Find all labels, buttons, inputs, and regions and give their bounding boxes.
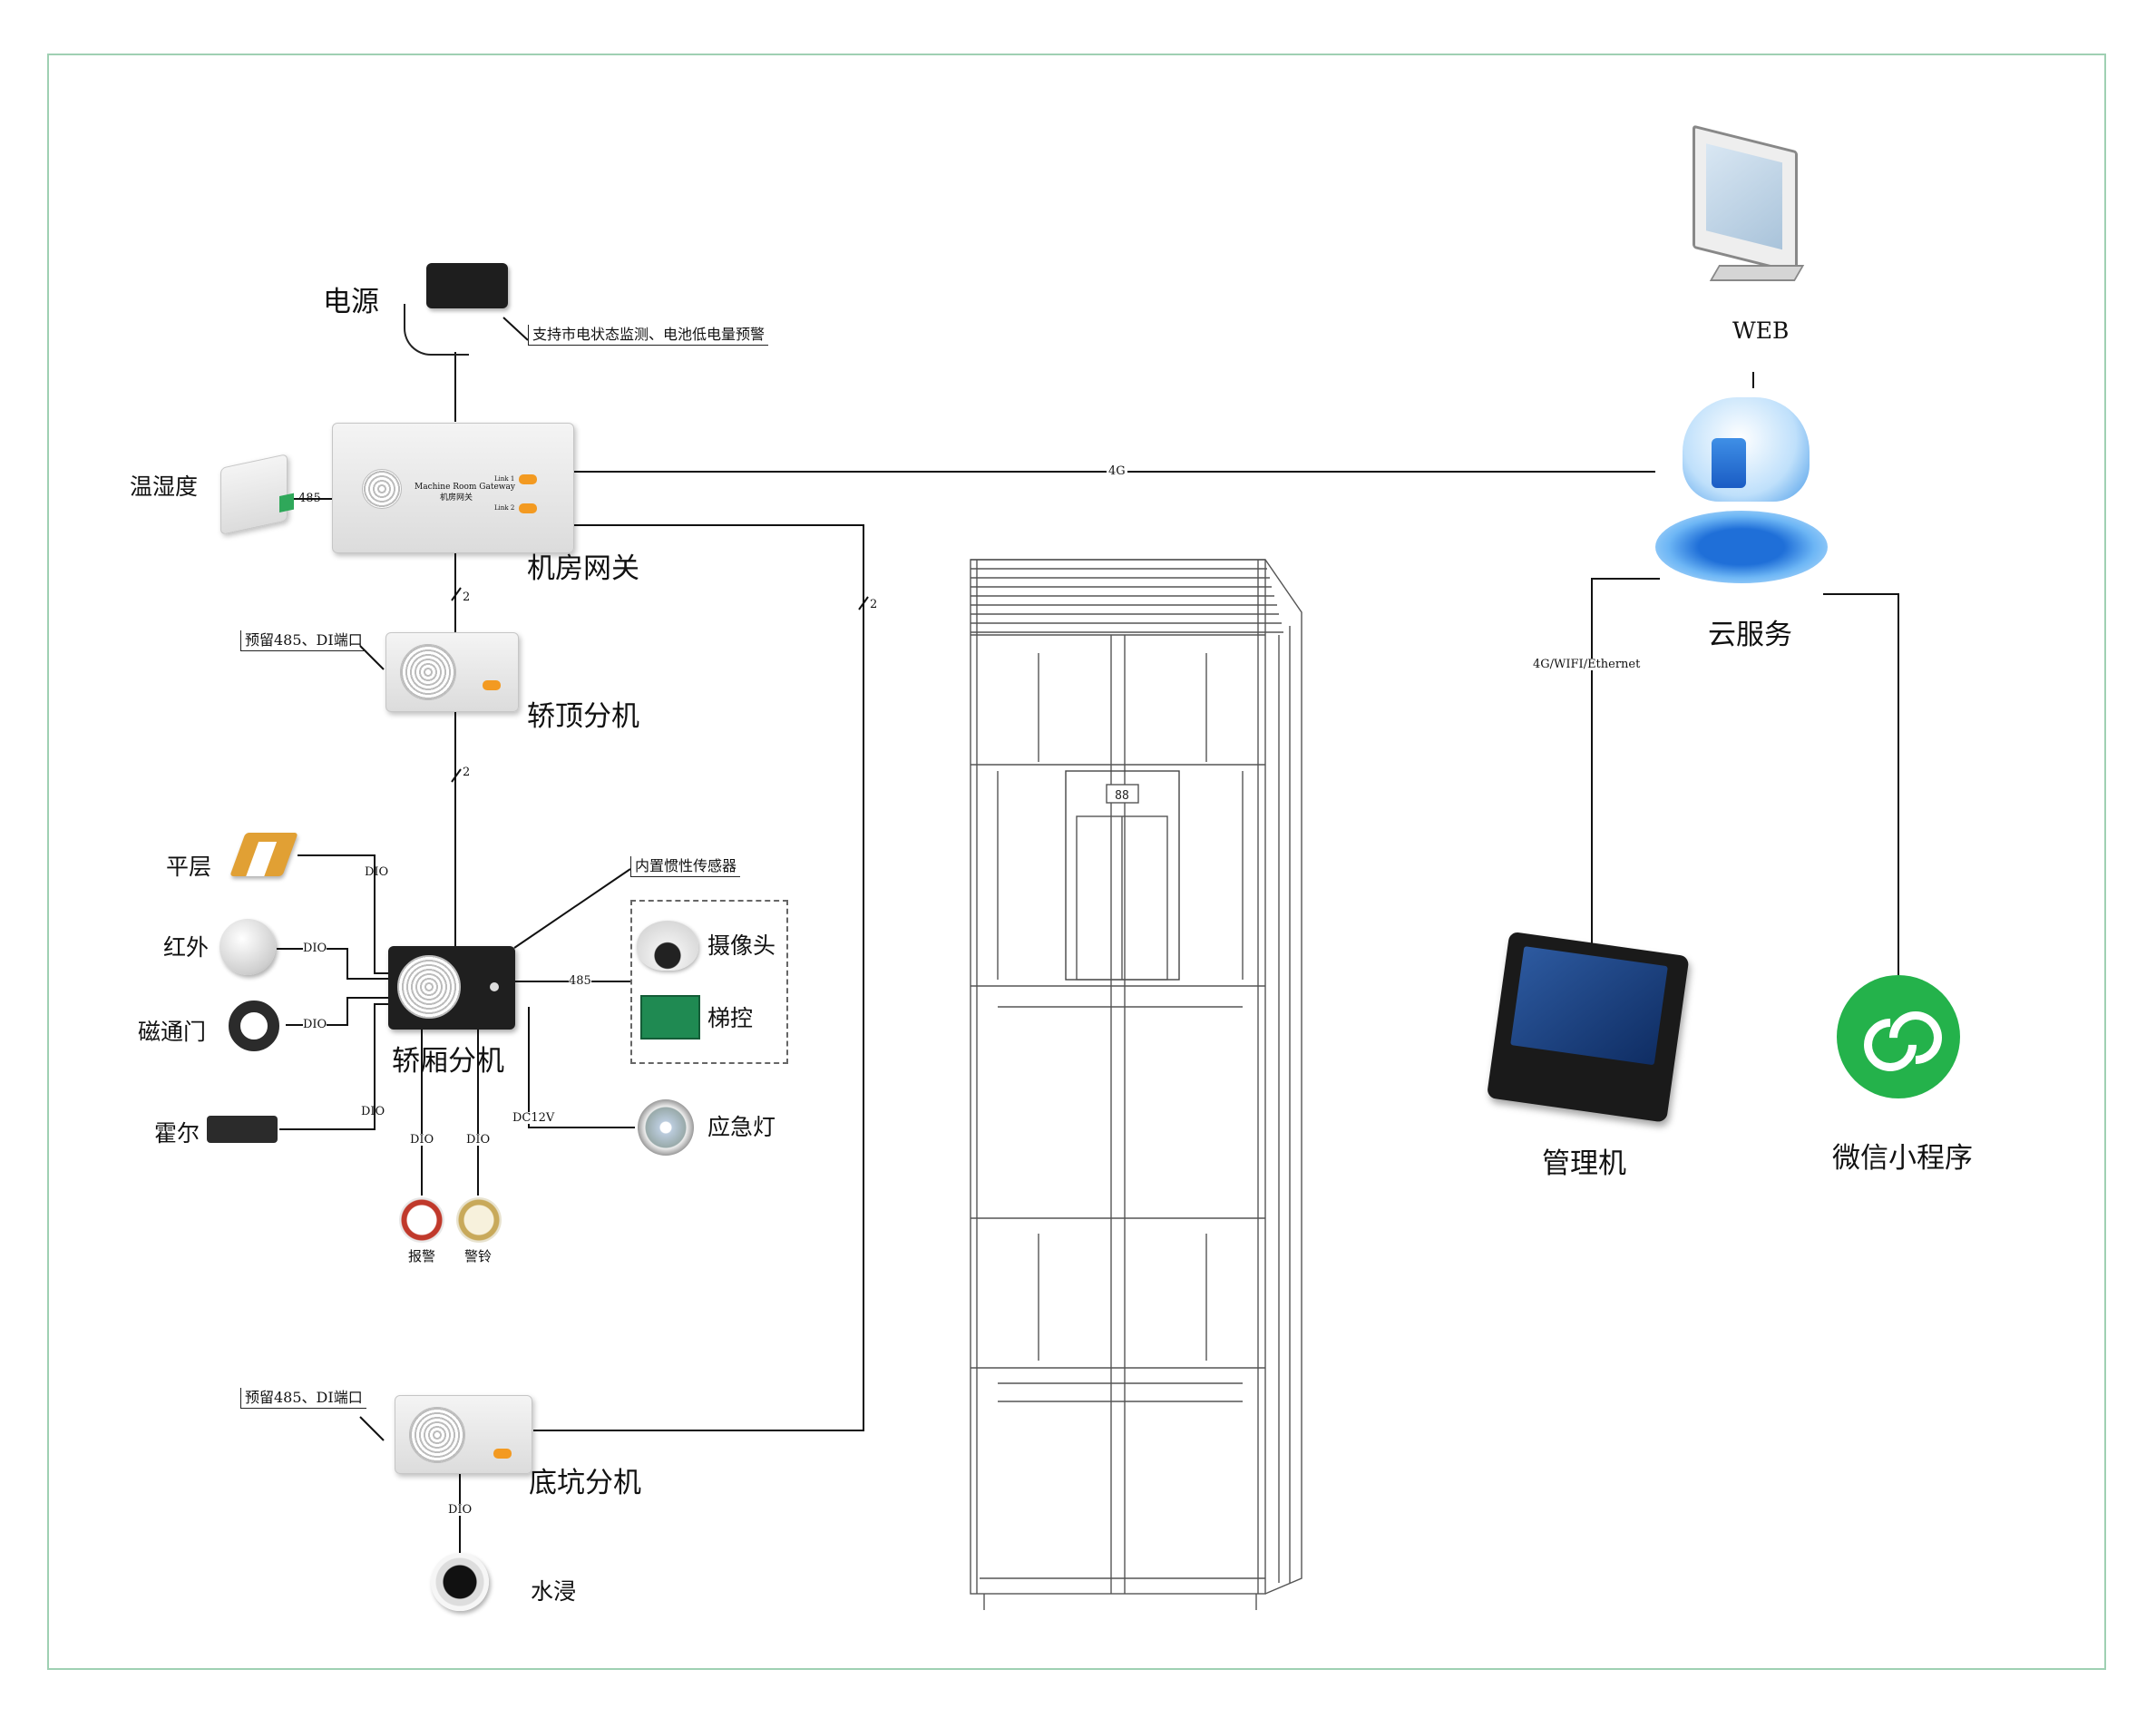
emergency-light-icon: [638, 1099, 694, 1156]
monitor-icon: [1687, 124, 1805, 283]
power-label: 电源: [323, 286, 379, 318]
gateway-port2-label: Link 2: [494, 504, 515, 512]
machine-gateway-label: 机房网关: [527, 552, 639, 585]
status-led-icon: [493, 1449, 512, 1459]
bell-button-icon: [456, 1197, 502, 1243]
pit-note: 预留485、DI端口: [240, 1388, 366, 1409]
bus-count-label: 2: [870, 598, 878, 611]
wechat-mini-program-icon: [1837, 975, 1960, 1098]
power-note: 支持市电状态监测、电池低电量预警: [528, 325, 769, 346]
power-adapter-icon: [426, 263, 508, 308]
car-top-unit-label: 轿顶分机: [527, 700, 639, 733]
machine-gateway-device: Machine Room Gateway 机房网关 Link 1 Link 2: [332, 423, 574, 553]
diagram-frame: [47, 54, 2106, 1670]
pit-unit-device: [395, 1395, 532, 1474]
emergency-light-label: 应急灯: [707, 1114, 776, 1140]
cloud-manager-wire: [1591, 578, 1660, 943]
water-label: 水浸: [531, 1578, 577, 1605]
status-led-icon: [519, 474, 537, 484]
gateway-pit-wire: [533, 524, 864, 1431]
car-unit-note: 内置惯性传感器: [630, 856, 741, 877]
infrared-sensor-icon: [220, 919, 276, 975]
elevator-control-label: 梯控: [707, 1005, 754, 1031]
camera-label: 摄像头: [707, 932, 776, 959]
web-label: WEB: [1732, 317, 1790, 344]
power-cable-icon: [404, 304, 469, 356]
status-led-icon: [519, 503, 537, 513]
elevator-roof-slats: [971, 559, 1283, 633]
hall-label: 霍尔: [154, 1120, 200, 1147]
bell-button-label: 警铃: [464, 1248, 493, 1264]
status-led-icon: [483, 680, 501, 690]
gateway-panel-cn: 机房网关: [440, 493, 473, 503]
gateway-port1-label: Link 1: [494, 475, 515, 483]
manager-terminal-icon: [1485, 931, 1693, 1133]
hall-link-label: DIO: [361, 1105, 385, 1118]
car-top-unit-device: [385, 632, 519, 712]
cartop-note: 预留485、DI端口: [240, 630, 366, 651]
fluxgate-wire: [286, 997, 388, 1026]
cloud-service-icon: [1655, 388, 1828, 597]
pit-callout-line: [359, 1416, 385, 1441]
temp-humidity-label: 温湿度: [130, 473, 199, 500]
cloud-clients-link-label: 4G/WIFI/Ethernet: [1533, 658, 1641, 671]
speaker-grille-icon: [409, 1407, 465, 1463]
temp-link-label: 485: [298, 492, 321, 505]
bus-slash: [451, 587, 462, 601]
peripheral-group: [630, 900, 788, 1064]
car-485-label: 485: [569, 974, 591, 988]
speaker-grille-icon: [400, 644, 456, 700]
fluxgate-link-label: DIO: [303, 1018, 327, 1031]
wechat-label: 微信小程序: [1832, 1142, 1973, 1175]
inertial-callout-line: [513, 868, 631, 949]
temp-humidity-sensor-icon: [220, 454, 294, 535]
speaker-grille-icon: [397, 955, 461, 1019]
camera-icon: [637, 921, 698, 971]
pit-unit-label: 底坑分机: [529, 1467, 641, 1499]
infrared-link-label: DIO: [303, 942, 327, 955]
elevator-shaft: [970, 559, 1302, 1610]
bell-link-label: DIO: [466, 1133, 491, 1147]
fluxgate-sensor-icon: [229, 1001, 279, 1051]
elevator-control-board-icon: [640, 995, 700, 1040]
car-unit-label: 轿厢分机: [392, 1045, 504, 1078]
infrared-label: 红外: [163, 934, 210, 961]
hall-wire: [279, 1003, 388, 1130]
gateway-cloud-link-label: 4G: [1107, 464, 1127, 478]
emergency-light-wire: [528, 1007, 635, 1128]
hall-sensor-icon: [207, 1116, 278, 1143]
cloud-wechat-wire: [1823, 593, 1899, 975]
water-link-label: DIO: [448, 1503, 473, 1517]
bus-slash: [858, 596, 869, 610]
level-sensor-label: 平层: [166, 854, 212, 880]
bus-count-label: 2: [463, 766, 471, 779]
level-sensor-wire: [298, 854, 388, 974]
alarm-button-icon: [399, 1197, 444, 1243]
gateway-panel-en: Machine Room Gateway: [415, 483, 515, 492]
floor-display: [1106, 784, 1139, 804]
cloud-service-label: 云服务: [1708, 619, 1792, 651]
water-sensor-icon: [431, 1553, 489, 1611]
level-link-label: DIO: [365, 865, 389, 879]
floor-display-text: 88: [1115, 789, 1129, 803]
alarm-link-label: DIO: [410, 1133, 434, 1147]
power-callout-line: [502, 317, 529, 341]
car-unit-device: [388, 946, 515, 1030]
speaker-grille-icon: [362, 469, 402, 509]
cartop-callout-line: [359, 645, 385, 670]
terminal-block-icon: [279, 493, 294, 513]
bus-slash: [451, 768, 462, 783]
infrared-wire: [277, 948, 388, 980]
fluxgate-label: 磁通门: [138, 1019, 207, 1045]
indicator-icon: [490, 982, 499, 991]
bus-count-label: 2: [463, 591, 471, 604]
manager-label: 管理机: [1542, 1147, 1626, 1180]
alarm-button-label: 报警: [408, 1248, 436, 1264]
emergency-light-link-label: DC12V: [512, 1111, 555, 1125]
